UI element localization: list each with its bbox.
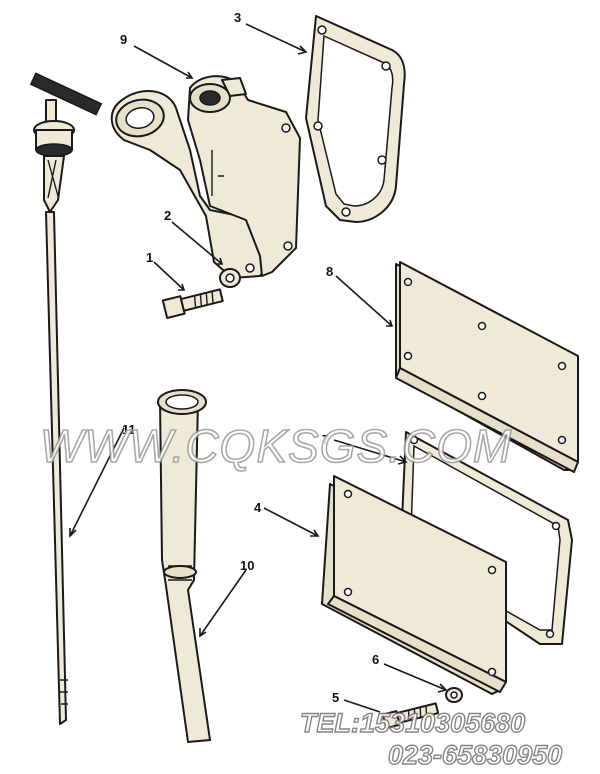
- callout-1: 1: [146, 250, 153, 265]
- lock-washer: [219, 268, 241, 288]
- capscrew: [161, 288, 224, 319]
- housing-inlet-hole: [125, 107, 155, 129]
- dipstick-blade: [45, 211, 67, 725]
- callout-11: 11: [122, 422, 136, 437]
- dipstick: [29, 72, 103, 725]
- dipstick-handle: [29, 72, 103, 116]
- plain-washer: [445, 687, 463, 703]
- callout-9: 9: [120, 32, 127, 47]
- housing-gasket: [305, 15, 406, 223]
- tube-opening: [165, 394, 199, 410]
- callout-5: 5: [332, 690, 339, 705]
- dipstick-o-ring: [35, 143, 73, 157]
- callout-6: 6: [372, 652, 379, 667]
- oil-filler-housing: [110, 75, 301, 279]
- housing-threaded-hole: [199, 90, 221, 106]
- housing-boss: [221, 77, 247, 97]
- housing-flange: [187, 75, 301, 277]
- watermark-site: WWW.CQKSGS.COM: [40, 420, 512, 472]
- housing-bolt-hole-1: [281, 123, 291, 133]
- tube-joint: [163, 565, 197, 579]
- callout-10: 10: [240, 558, 254, 573]
- cover-screw: [381, 702, 440, 730]
- leader-lines: [69, 23, 448, 713]
- callout-7: 7: [322, 432, 329, 447]
- watermark-phone: 023-65830950: [388, 740, 562, 770]
- callout-3: 3: [234, 10, 241, 25]
- filler-tube: [157, 389, 211, 743]
- callout-4: 4: [254, 500, 262, 515]
- dipstick-level-marks: [60, 679, 68, 705]
- cover-plate-lower: [321, 475, 507, 695]
- housing-bolt-hole-3: [245, 263, 255, 273]
- cover-plate-upper: [395, 261, 579, 473]
- callout-8: 8: [326, 264, 333, 279]
- watermark-tel: TEL:15310305680: [300, 708, 525, 738]
- callout-2: 2: [164, 208, 171, 223]
- housing-bolt-hole-2: [283, 241, 293, 251]
- capscrew-shank: [180, 288, 224, 312]
